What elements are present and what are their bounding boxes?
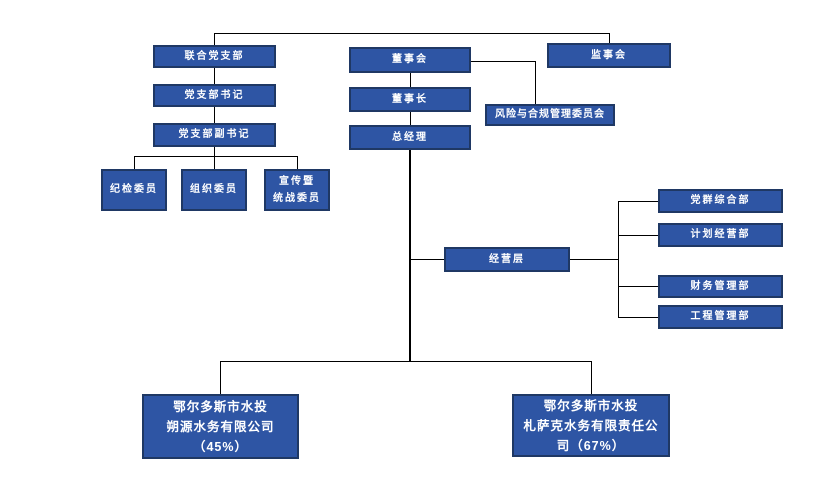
org-node-label: 鄂尔多斯市水投 朔源水务有限公司 （45%） — [166, 399, 275, 454]
connector-risk-elbow-h — [471, 61, 535, 62]
connector-board-chairman — [410, 73, 411, 87]
connector-subsidiary-rail — [220, 361, 591, 362]
connector-union-party-stub — [214, 33, 215, 45]
org-node-label: 经营层 — [489, 253, 525, 265]
org-node-discipline-inspection-member: 纪检委员 — [101, 169, 167, 211]
connector-party-chain-2 — [214, 107, 215, 123]
org-node-party-branch-secretary: 党支部书记 — [153, 84, 276, 107]
org-node-dept-engineering: 工程管理部 — [658, 305, 783, 329]
connector-party-chain-1 — [214, 68, 215, 84]
connector-mgmt-stub-left — [411, 259, 444, 260]
org-node-label: 工程管理部 — [690, 311, 751, 322]
org-node-label: 监事会 — [591, 49, 627, 61]
connector-dept-stub-2 — [618, 235, 658, 236]
connector-dept-stub-4 — [618, 317, 658, 318]
connector-dept-stub-1 — [618, 201, 658, 202]
org-node-label: 宣传暨 统战委员 — [273, 176, 321, 204]
org-node-management-level: 经营层 — [444, 247, 570, 272]
org-node-label: 计划经营部 — [690, 229, 751, 240]
org-node-board-of-directors: 董事会 — [349, 47, 471, 73]
org-node-subsidiary-zhasake: 鄂尔多斯市水投 札萨克水务有限责任公 司（67%） — [512, 394, 670, 457]
org-node-label: 纪检委员 — [110, 184, 158, 195]
connector-member-stub-1 — [134, 156, 135, 169]
org-node-union-party-branch: 联合党支部 — [153, 45, 276, 68]
org-node-risk-compliance-committee: 风险与合规管理委员会 — [485, 104, 615, 126]
connector-member-stub-3 — [297, 156, 298, 169]
connector-members-rail — [134, 156, 298, 157]
connector-chairman-gm — [410, 112, 411, 125]
org-node-label: 党支部书记 — [184, 89, 245, 101]
connector-dept-stub-3 — [618, 286, 658, 287]
org-node-dept-finance: 财务管理部 — [658, 275, 783, 298]
connector-top-rail — [214, 33, 610, 34]
org-node-general-manager: 总经理 — [349, 125, 471, 150]
org-node-label: 党支部副书记 — [178, 129, 251, 140]
connector-supervisory-stub — [609, 33, 610, 43]
org-node-label: 总经理 — [392, 131, 428, 143]
org-node-label: 鄂尔多斯市水投 札萨克水务有限责任公 司（67%） — [523, 398, 659, 453]
connector-dept-rail — [618, 201, 619, 317]
org-node-dept-party-mass: 党群综合部 — [658, 189, 783, 213]
connector-main-trunk — [409, 150, 411, 361]
org-node-label: 财务管理部 — [690, 280, 751, 292]
org-node-party-branch-deputy-secretary: 党支部副书记 — [153, 123, 276, 147]
org-node-label: 联合党支部 — [184, 50, 245, 62]
connector-mgmt-stub-right — [570, 259, 618, 260]
org-node-label: 董事会 — [392, 54, 428, 65]
org-node-organization-member: 组织委员 — [181, 169, 247, 211]
connector-subsidiary-right-drop — [591, 361, 592, 394]
org-node-supervisory-board: 监事会 — [547, 43, 671, 68]
connector-party-chain-3 — [214, 147, 215, 169]
org-node-label: 组织委员 — [190, 184, 238, 195]
org-node-label: 风险与合规管理委员会 — [495, 109, 605, 120]
org-node-dept-planning-operations: 计划经营部 — [658, 223, 783, 247]
org-node-label: 董事长 — [392, 93, 428, 105]
connector-subsidiary-left-drop — [220, 361, 221, 394]
org-node-publicity-united-front-member: 宣传暨 统战委员 — [264, 169, 330, 211]
org-node-subsidiary-shuoyuan: 鄂尔多斯市水投 朔源水务有限公司 （45%） — [142, 394, 299, 459]
connector-risk-elbow-v — [535, 61, 536, 104]
org-node-label: 党群综合部 — [690, 195, 751, 206]
org-node-chairman: 董事长 — [349, 87, 471, 112]
